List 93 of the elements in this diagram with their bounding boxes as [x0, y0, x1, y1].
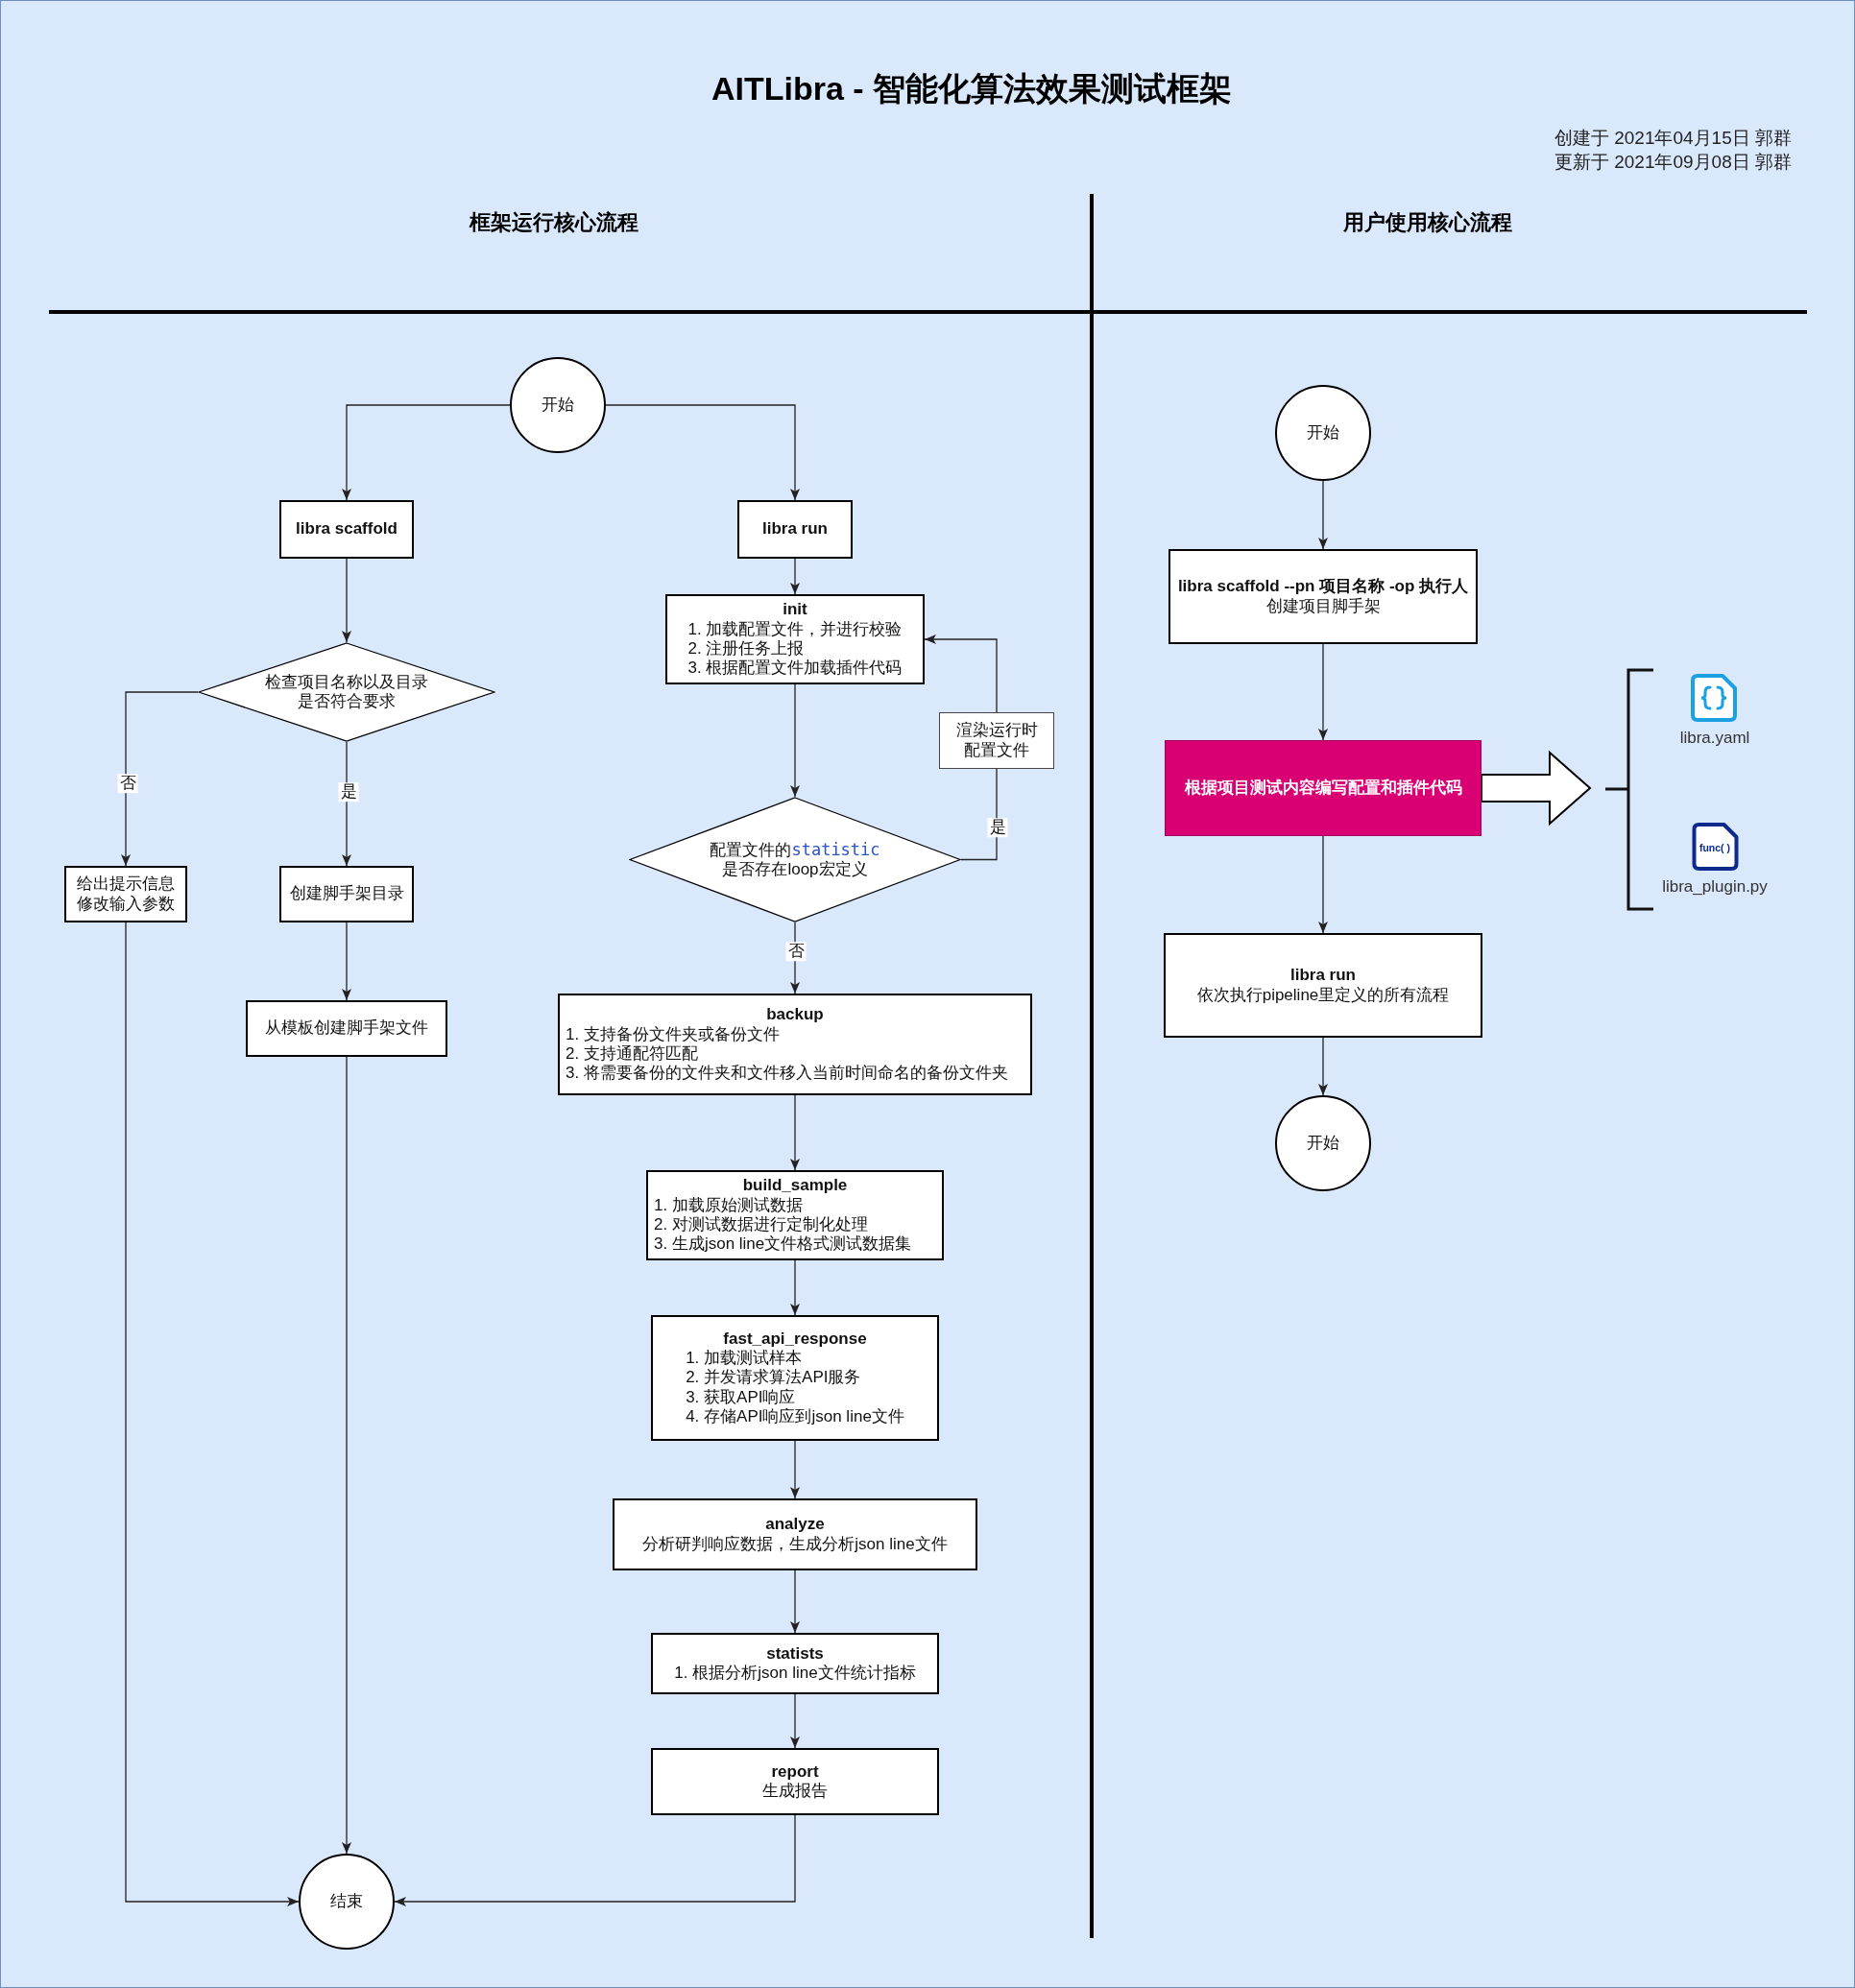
list-item: 2. 并发请求算法API服务: [686, 1368, 862, 1388]
highlighted-process-box: [1165, 740, 1482, 836]
arrow: [790, 1693, 800, 1749]
timestamp-note: 更新于 2021年09月08日 郭群: [1554, 151, 1792, 174]
process-box: [246, 1000, 447, 1057]
step-title: libra scaffold --pn 项目名称 -op 执行人: [1177, 577, 1469, 597]
arrow: [125, 922, 300, 1906]
node-label: 开始: [1307, 1133, 1339, 1154]
step-title: backup: [766, 1005, 824, 1025]
process-box: [64, 866, 187, 922]
step-description: 分析研判响应数据，生成分析json line文件: [642, 1534, 948, 1554]
process-box: [279, 866, 414, 922]
edge-label: 否: [117, 774, 138, 793]
list-item: 2. 支持通配符匹配: [566, 1044, 699, 1065]
step-title: libra run: [1290, 966, 1356, 986]
list-item: 3. 生成json line文件格式测试数据集: [654, 1234, 913, 1255]
arrow: [790, 1094, 800, 1171]
list-item: 1. 支持备份文件夹或备份文件: [566, 1024, 781, 1044]
step-title: analyze: [765, 1515, 825, 1535]
process-box: [651, 1748, 939, 1815]
node-label: libra run: [762, 519, 828, 539]
node-label: 开始: [542, 395, 574, 416]
arrow: [1318, 643, 1328, 741]
process-box: [613, 1498, 977, 1570]
step-description: 依次执行pipeline里定义的所有流程: [1196, 985, 1450, 1005]
arrow: [1318, 480, 1328, 550]
process-box: [1168, 549, 1478, 644]
node-label: 开始: [1307, 422, 1339, 443]
arrow: [342, 404, 511, 501]
arrow: [342, 741, 351, 867]
diagram-title: AITLibra - 智能化算法效果测试框架: [711, 69, 1233, 108]
arrow: [394, 1814, 796, 1906]
process-box: [646, 1170, 944, 1260]
process-box: [279, 500, 414, 559]
code-label: func( ): [1698, 842, 1731, 853]
arrow: [605, 404, 800, 501]
file-name: libra.yaml: [1679, 729, 1750, 748]
file-name: libra_plugin.py: [1662, 877, 1768, 897]
decision-diamond: [198, 642, 495, 742]
step-title: statists: [766, 1643, 824, 1664]
section-heading: 用户使用核心流程: [1343, 209, 1512, 236]
step-title: report: [771, 1761, 819, 1782]
edge-label: 否: [785, 942, 807, 961]
decision-diamond: [629, 797, 961, 922]
node-label: 从模板创建脚手架文件: [265, 1018, 428, 1039]
arrow: [790, 558, 800, 595]
list-item: 1. 加载配置文件，并进行校验: [687, 619, 903, 639]
step-title: fast_api_response: [723, 1329, 867, 1349]
process-box: [665, 594, 925, 684]
connector-line: [960, 768, 998, 861]
edge-label: 是: [338, 782, 359, 802]
arrow: [790, 1569, 800, 1634]
list-item: 2. 注册任务上报: [687, 639, 806, 659]
list-item: 3. 根据配置文件加载插件代码: [687, 659, 903, 679]
arrow: [1318, 835, 1328, 934]
node-label: 给出提示信息修改输入参数: [76, 874, 176, 914]
list-item: 1. 加载测试样本: [686, 1348, 804, 1369]
list-item: 2. 对测试数据进行定制化处理: [654, 1215, 869, 1235]
process-box: [651, 1633, 939, 1694]
step-title: build_sample: [742, 1176, 848, 1196]
arrow: [790, 1259, 800, 1316]
arrow: [342, 922, 351, 1001]
list-item: 1. 加载原始测试数据: [654, 1195, 804, 1215]
process-box: [1164, 933, 1482, 1038]
node-label: 创建脚手架目录: [289, 884, 404, 904]
step-title: init: [783, 600, 807, 620]
node-label: libra scaffold: [296, 519, 398, 539]
arrow: [1318, 1037, 1328, 1096]
step-description: 生成报告: [762, 1782, 828, 1802]
arrow: [924, 635, 998, 713]
list-item: 4. 存储API响应到json line文件: [686, 1407, 904, 1427]
node-label: 结束: [330, 1891, 363, 1912]
process-box: [939, 712, 1054, 769]
arrow: [121, 691, 199, 867]
process-box: [558, 994, 1032, 1095]
node-label: 渲染运行时配置文件: [954, 721, 1039, 760]
arrow: [342, 558, 351, 643]
list-item: 3. 将需要备份的文件夹和文件移入当前时间命名的备份文件夹: [566, 1064, 1009, 1084]
node-label: 配置文件的statistic是否存在loop宏定义: [709, 839, 881, 880]
arrow: [790, 1440, 800, 1499]
timestamp-note: 创建于 2021年04月15日 郭群: [1554, 127, 1792, 150]
arrow: [790, 683, 800, 798]
block-arrow: [1481, 750, 1592, 826]
edge-label: 是: [987, 818, 1008, 837]
process-box: [737, 500, 853, 559]
step-description: 创建项目脚手架: [1265, 596, 1381, 616]
list-item: 3. 获取API响应: [686, 1387, 797, 1407]
process-box: [651, 1315, 939, 1441]
section-heading: 框架运行核心流程: [470, 209, 638, 236]
node-label: 根据项目测试内容编写配置和插件代码: [1184, 778, 1462, 799]
arrow: [342, 1056, 351, 1855]
node-label: 检查项目名称以及目录是否符合要求: [264, 672, 429, 712]
step-description: 1. 根据分析json line文件统计指标: [674, 1664, 916, 1684]
